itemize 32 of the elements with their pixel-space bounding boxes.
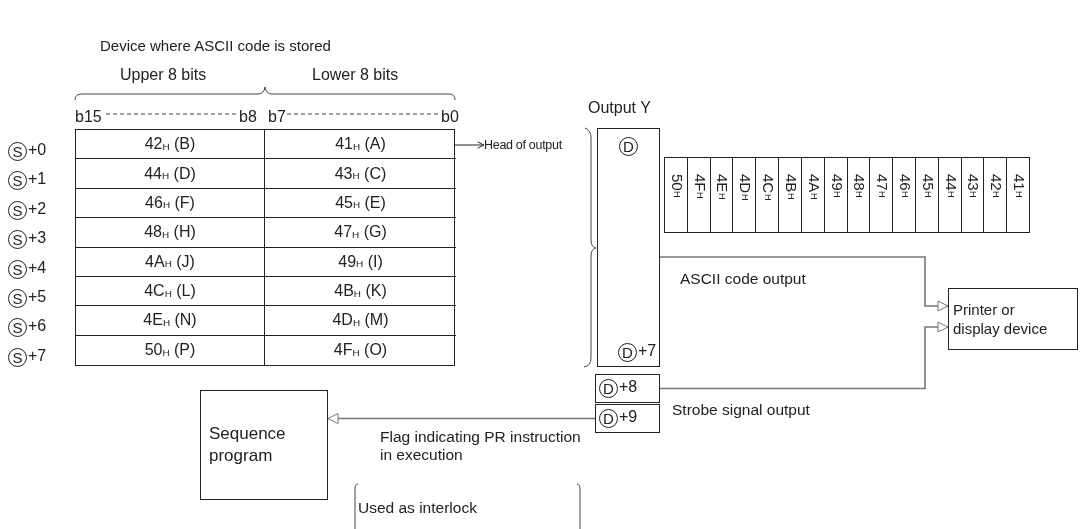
bits-label: Lower 8 bits xyxy=(312,66,399,84)
offset-number: +7 xyxy=(638,342,657,360)
data-table xyxy=(75,129,455,366)
bit-number: b7 xyxy=(268,108,286,126)
arrow xyxy=(659,256,949,312)
offset-number: +1 xyxy=(28,170,47,189)
note-text: Used as interlock xyxy=(358,499,477,517)
device-box xyxy=(948,288,1078,350)
diagram-title: Device where ASCII code is stored xyxy=(100,37,331,54)
bits-label: Upper 8 bits xyxy=(120,66,207,84)
offset-number: +4 xyxy=(28,258,47,277)
offset-number: +9 xyxy=(619,408,638,426)
bit-number: b0 xyxy=(441,108,459,126)
offset-number: +5 xyxy=(28,288,47,306)
offset-number: +0 xyxy=(28,141,47,159)
offset-number: +8 xyxy=(619,378,638,396)
annotation-text: Head of output xyxy=(484,136,582,154)
offset-number: +6 xyxy=(28,317,47,336)
arrow xyxy=(327,413,596,424)
column-heading: Output Y xyxy=(588,99,651,117)
bit-strip xyxy=(664,157,1030,233)
bit-number: b8 xyxy=(239,108,257,126)
device-box xyxy=(595,374,660,403)
bit-number: b15 xyxy=(75,108,102,126)
arrow xyxy=(659,321,949,390)
offset-number: +3 xyxy=(28,229,47,248)
offset-number: +7 xyxy=(28,346,47,365)
box-text: Sequence program xyxy=(209,422,287,467)
device-box xyxy=(595,404,660,433)
device-box xyxy=(200,390,328,500)
offset-number: +2 xyxy=(28,199,47,218)
box-text: Printer or display device xyxy=(953,299,1049,339)
